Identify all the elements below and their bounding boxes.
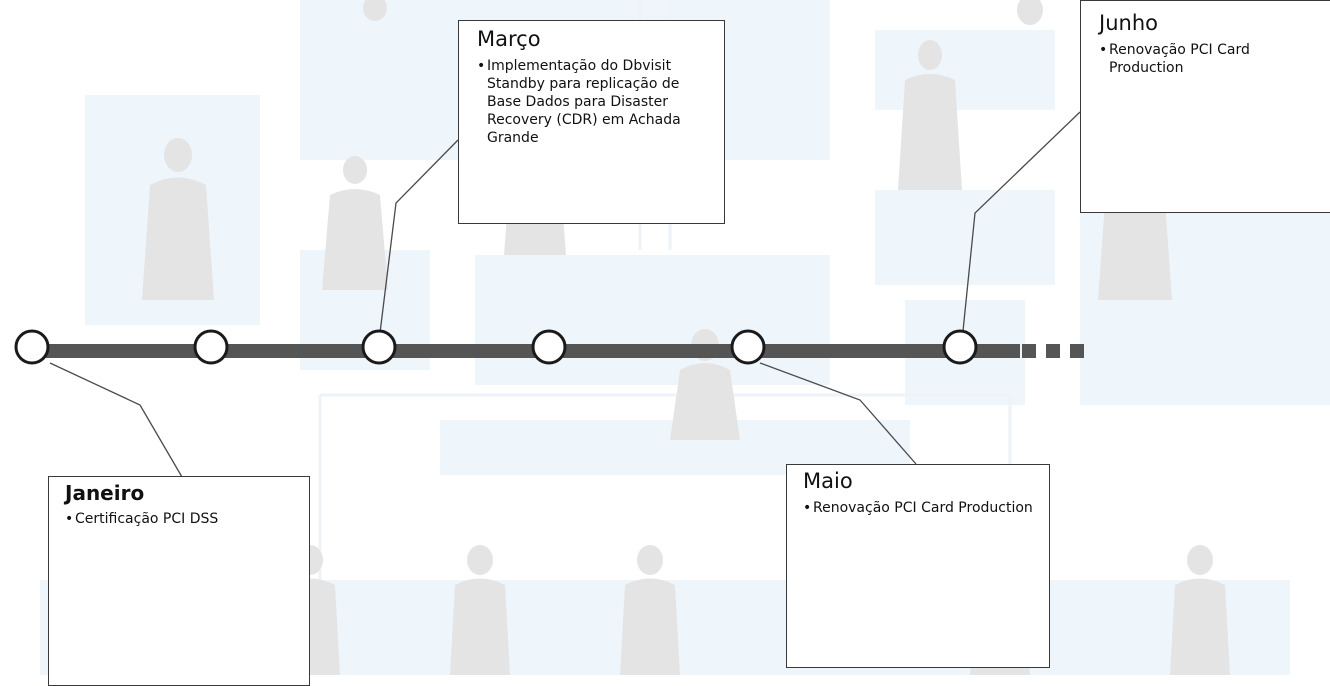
timeline-continuation-dash bbox=[1022, 344, 1036, 358]
callout-bullet: Implementação do Dbvisit Standby para re… bbox=[477, 58, 714, 148]
callout-bullet: Certificação PCI DSS bbox=[65, 511, 299, 529]
callout-janeiro: Janeiro Certificação PCI DSS bbox=[48, 476, 310, 686]
connector-maio bbox=[759, 362, 917, 465]
connector-junho bbox=[962, 111, 1081, 332]
timeline-node bbox=[193, 329, 229, 365]
connector-janeiro bbox=[49, 362, 183, 478]
timeline-node bbox=[730, 329, 766, 365]
callout-title: Junho bbox=[1099, 11, 1158, 35]
callout-marco: Março Implementação do Dbvisit Standby p… bbox=[458, 20, 725, 224]
timeline-continuation-dash bbox=[1046, 344, 1060, 358]
callout-maio: Maio Renovação PCI Card Production bbox=[786, 464, 1050, 668]
callout-bullet: Renovação PCI Card Production bbox=[1099, 42, 1325, 78]
timeline-node bbox=[361, 329, 397, 365]
timeline-node bbox=[942, 329, 978, 365]
timeline-axis bbox=[32, 344, 1020, 358]
callout-title: Março bbox=[477, 27, 541, 51]
timeline-node bbox=[531, 329, 567, 365]
timeline-node bbox=[14, 329, 50, 365]
callout-title: Maio bbox=[803, 469, 853, 493]
connector-marco bbox=[379, 139, 459, 334]
callout-title: Janeiro bbox=[65, 481, 145, 505]
callout-junho: Junho Renovação PCI Card Production bbox=[1080, 0, 1330, 213]
callout-bullet: Renovação PCI Card Production bbox=[803, 500, 1039, 518]
timeline-continuation-dash bbox=[1070, 344, 1084, 358]
